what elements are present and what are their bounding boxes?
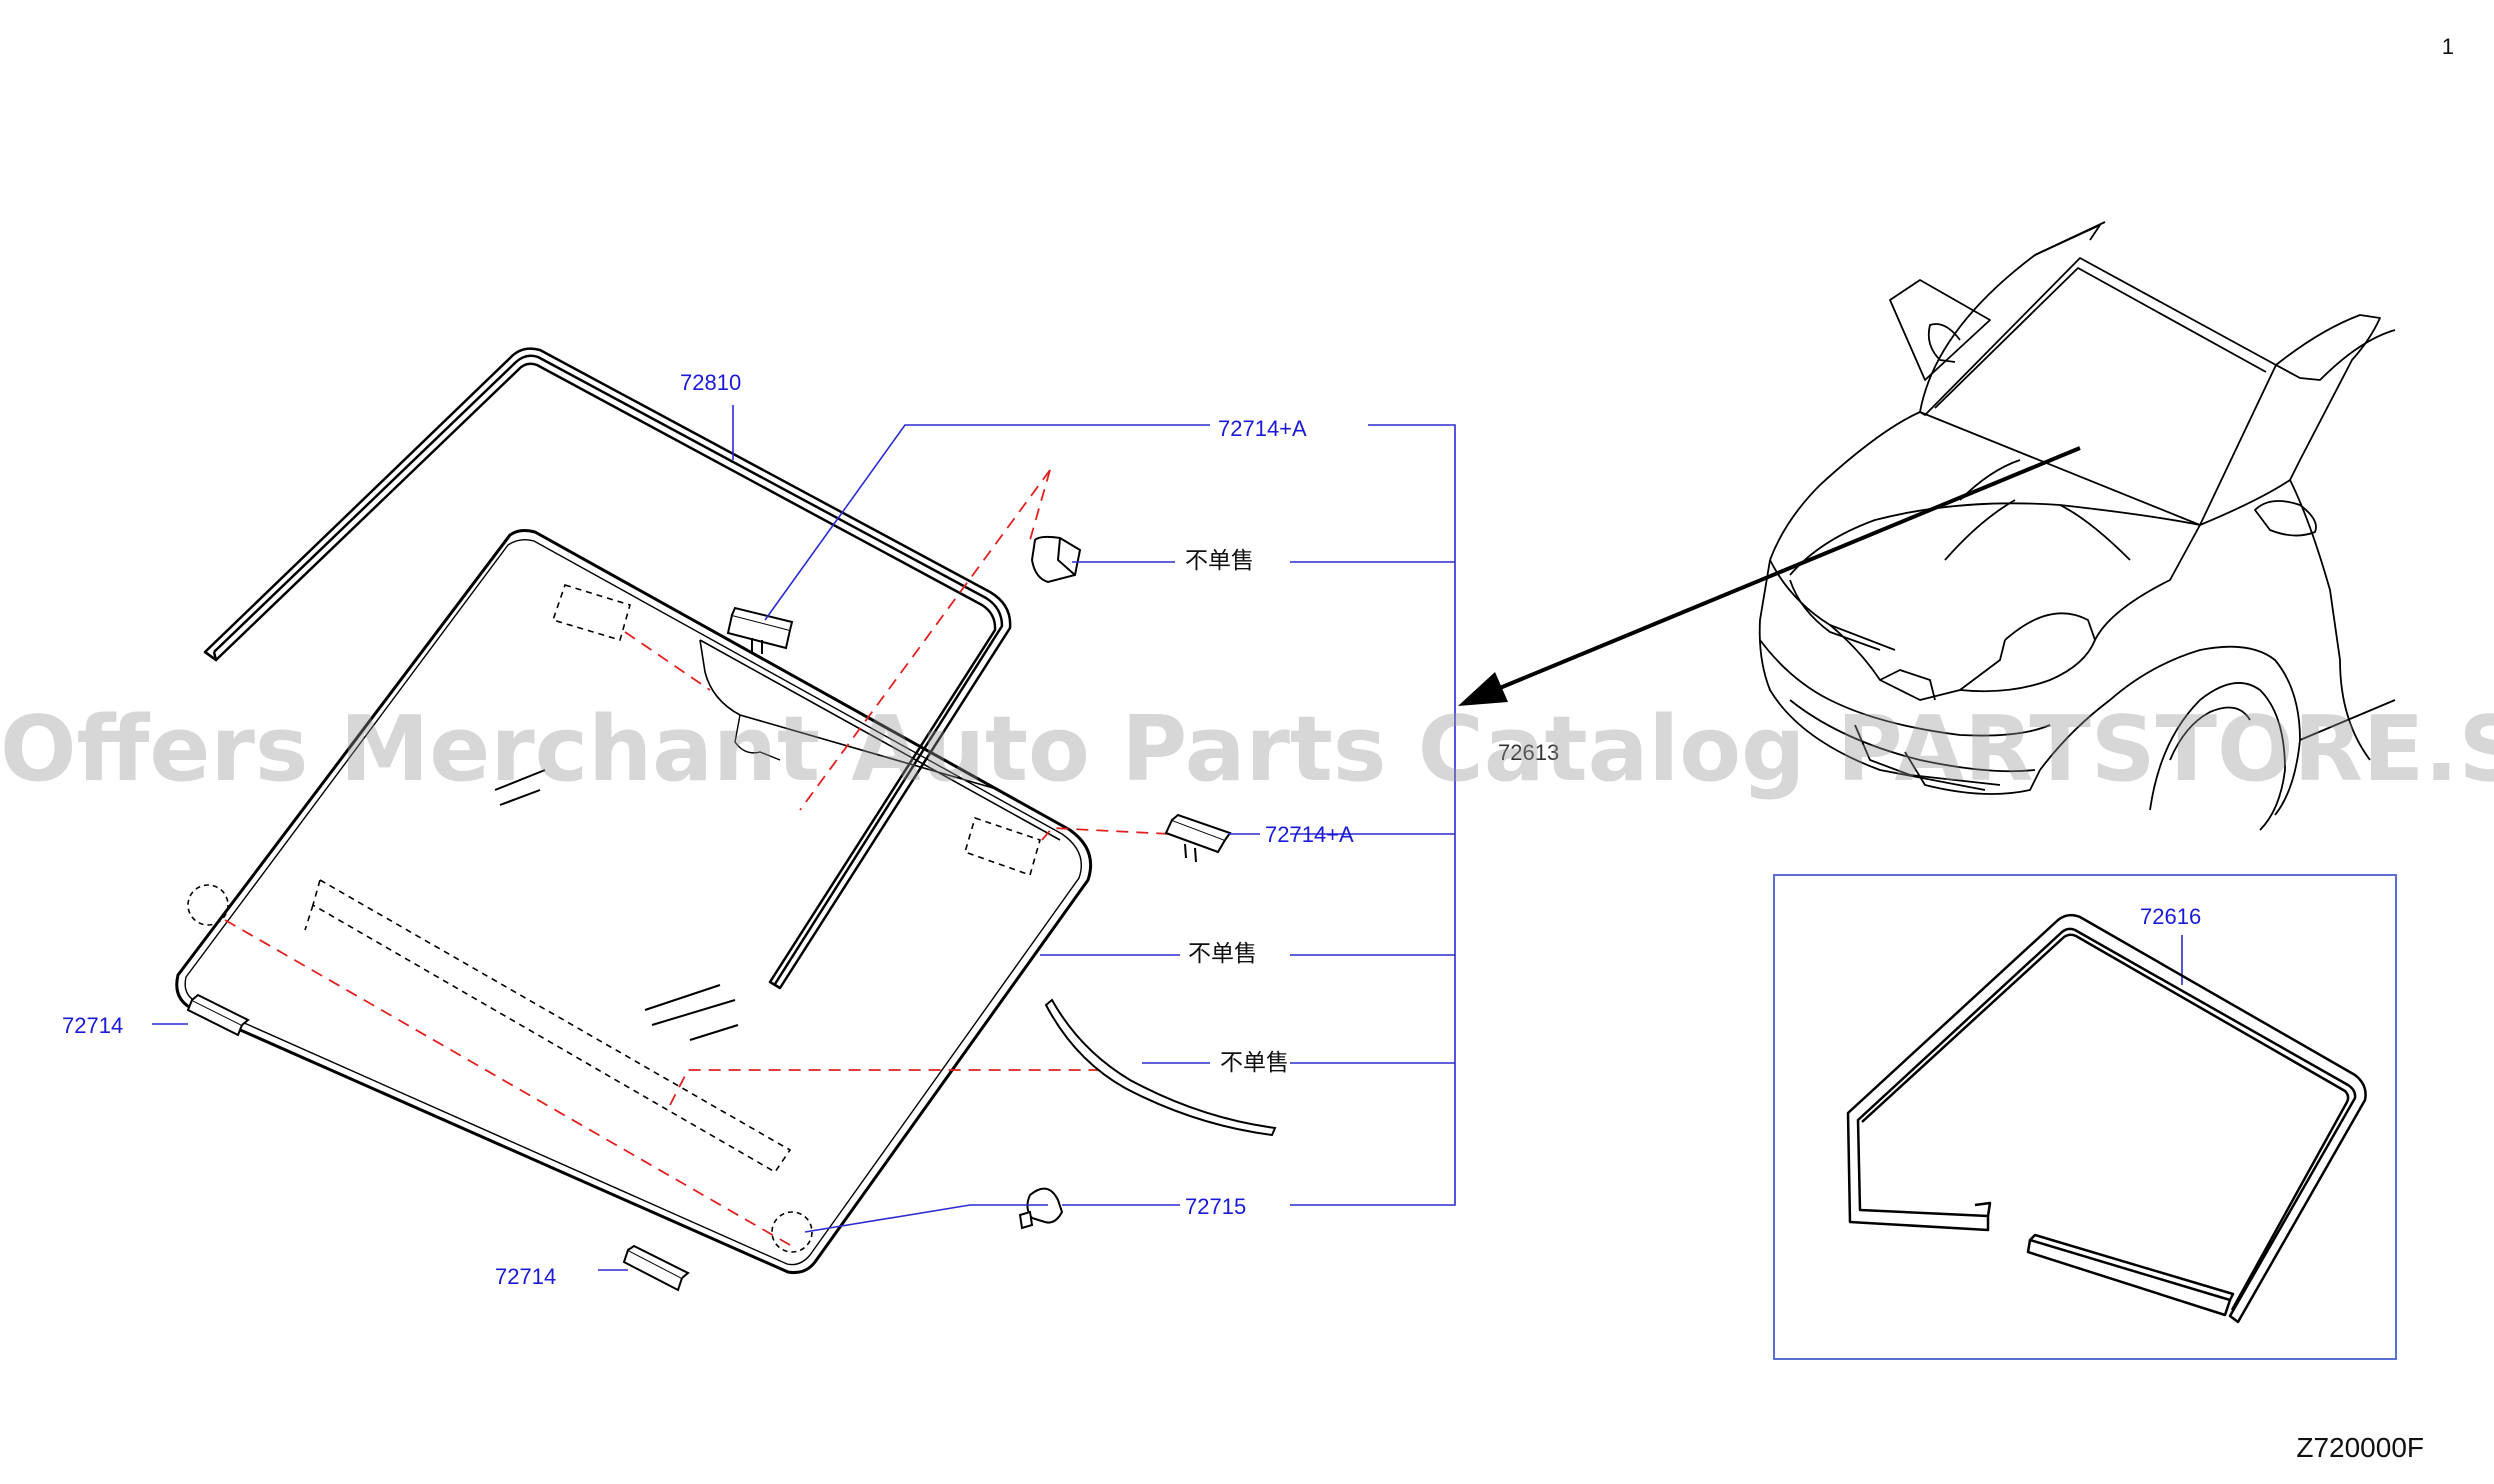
spacer-bottom [622,1244,690,1292]
note-not-sold-3: 不单售 [1220,1050,1289,1076]
callout-72715[interactable]: 72715 [1185,1194,1247,1219]
callout-72714a-right[interactable]: 72714+A [1265,822,1354,847]
windshield-molding [203,347,1012,990]
callout-group-72613[interactable]: 72613 [1498,740,1560,765]
stud-bolt [1018,1187,1064,1230]
leader-lines [152,405,2183,1271]
assembly-lines [224,469,1191,1246]
note-not-sold-1: 不单售 [1185,548,1254,574]
cover-clip [1030,535,1082,584]
note-not-sold-2: 不单售 [1188,941,1257,967]
callout-72616[interactable]: 72616 [2140,904,2202,929]
rearview-mirror-clip [726,606,794,654]
lower-strip [1044,998,1277,1137]
dam-kit [1846,913,2367,1324]
callout-72714a-top[interactable]: 72714+A [1218,416,1307,441]
callout-72810[interactable]: 72810 [680,370,742,395]
sensor-clip [1164,813,1232,863]
callout-72714-left[interactable]: 72714 [62,1013,124,1038]
small-parts [186,535,1277,1292]
windshield-glass [175,529,1093,1274]
location-arrow [1458,446,2081,706]
figure-code: Z720000F [2296,1432,2424,1463]
vehicle-illustration [1758,221,2396,831]
spacer-left [186,993,250,1037]
page-number: 1 [2441,34,2454,59]
inset-frame [1773,874,2397,1360]
callout-72714-bottom[interactable]: 72714 [495,1264,557,1289]
